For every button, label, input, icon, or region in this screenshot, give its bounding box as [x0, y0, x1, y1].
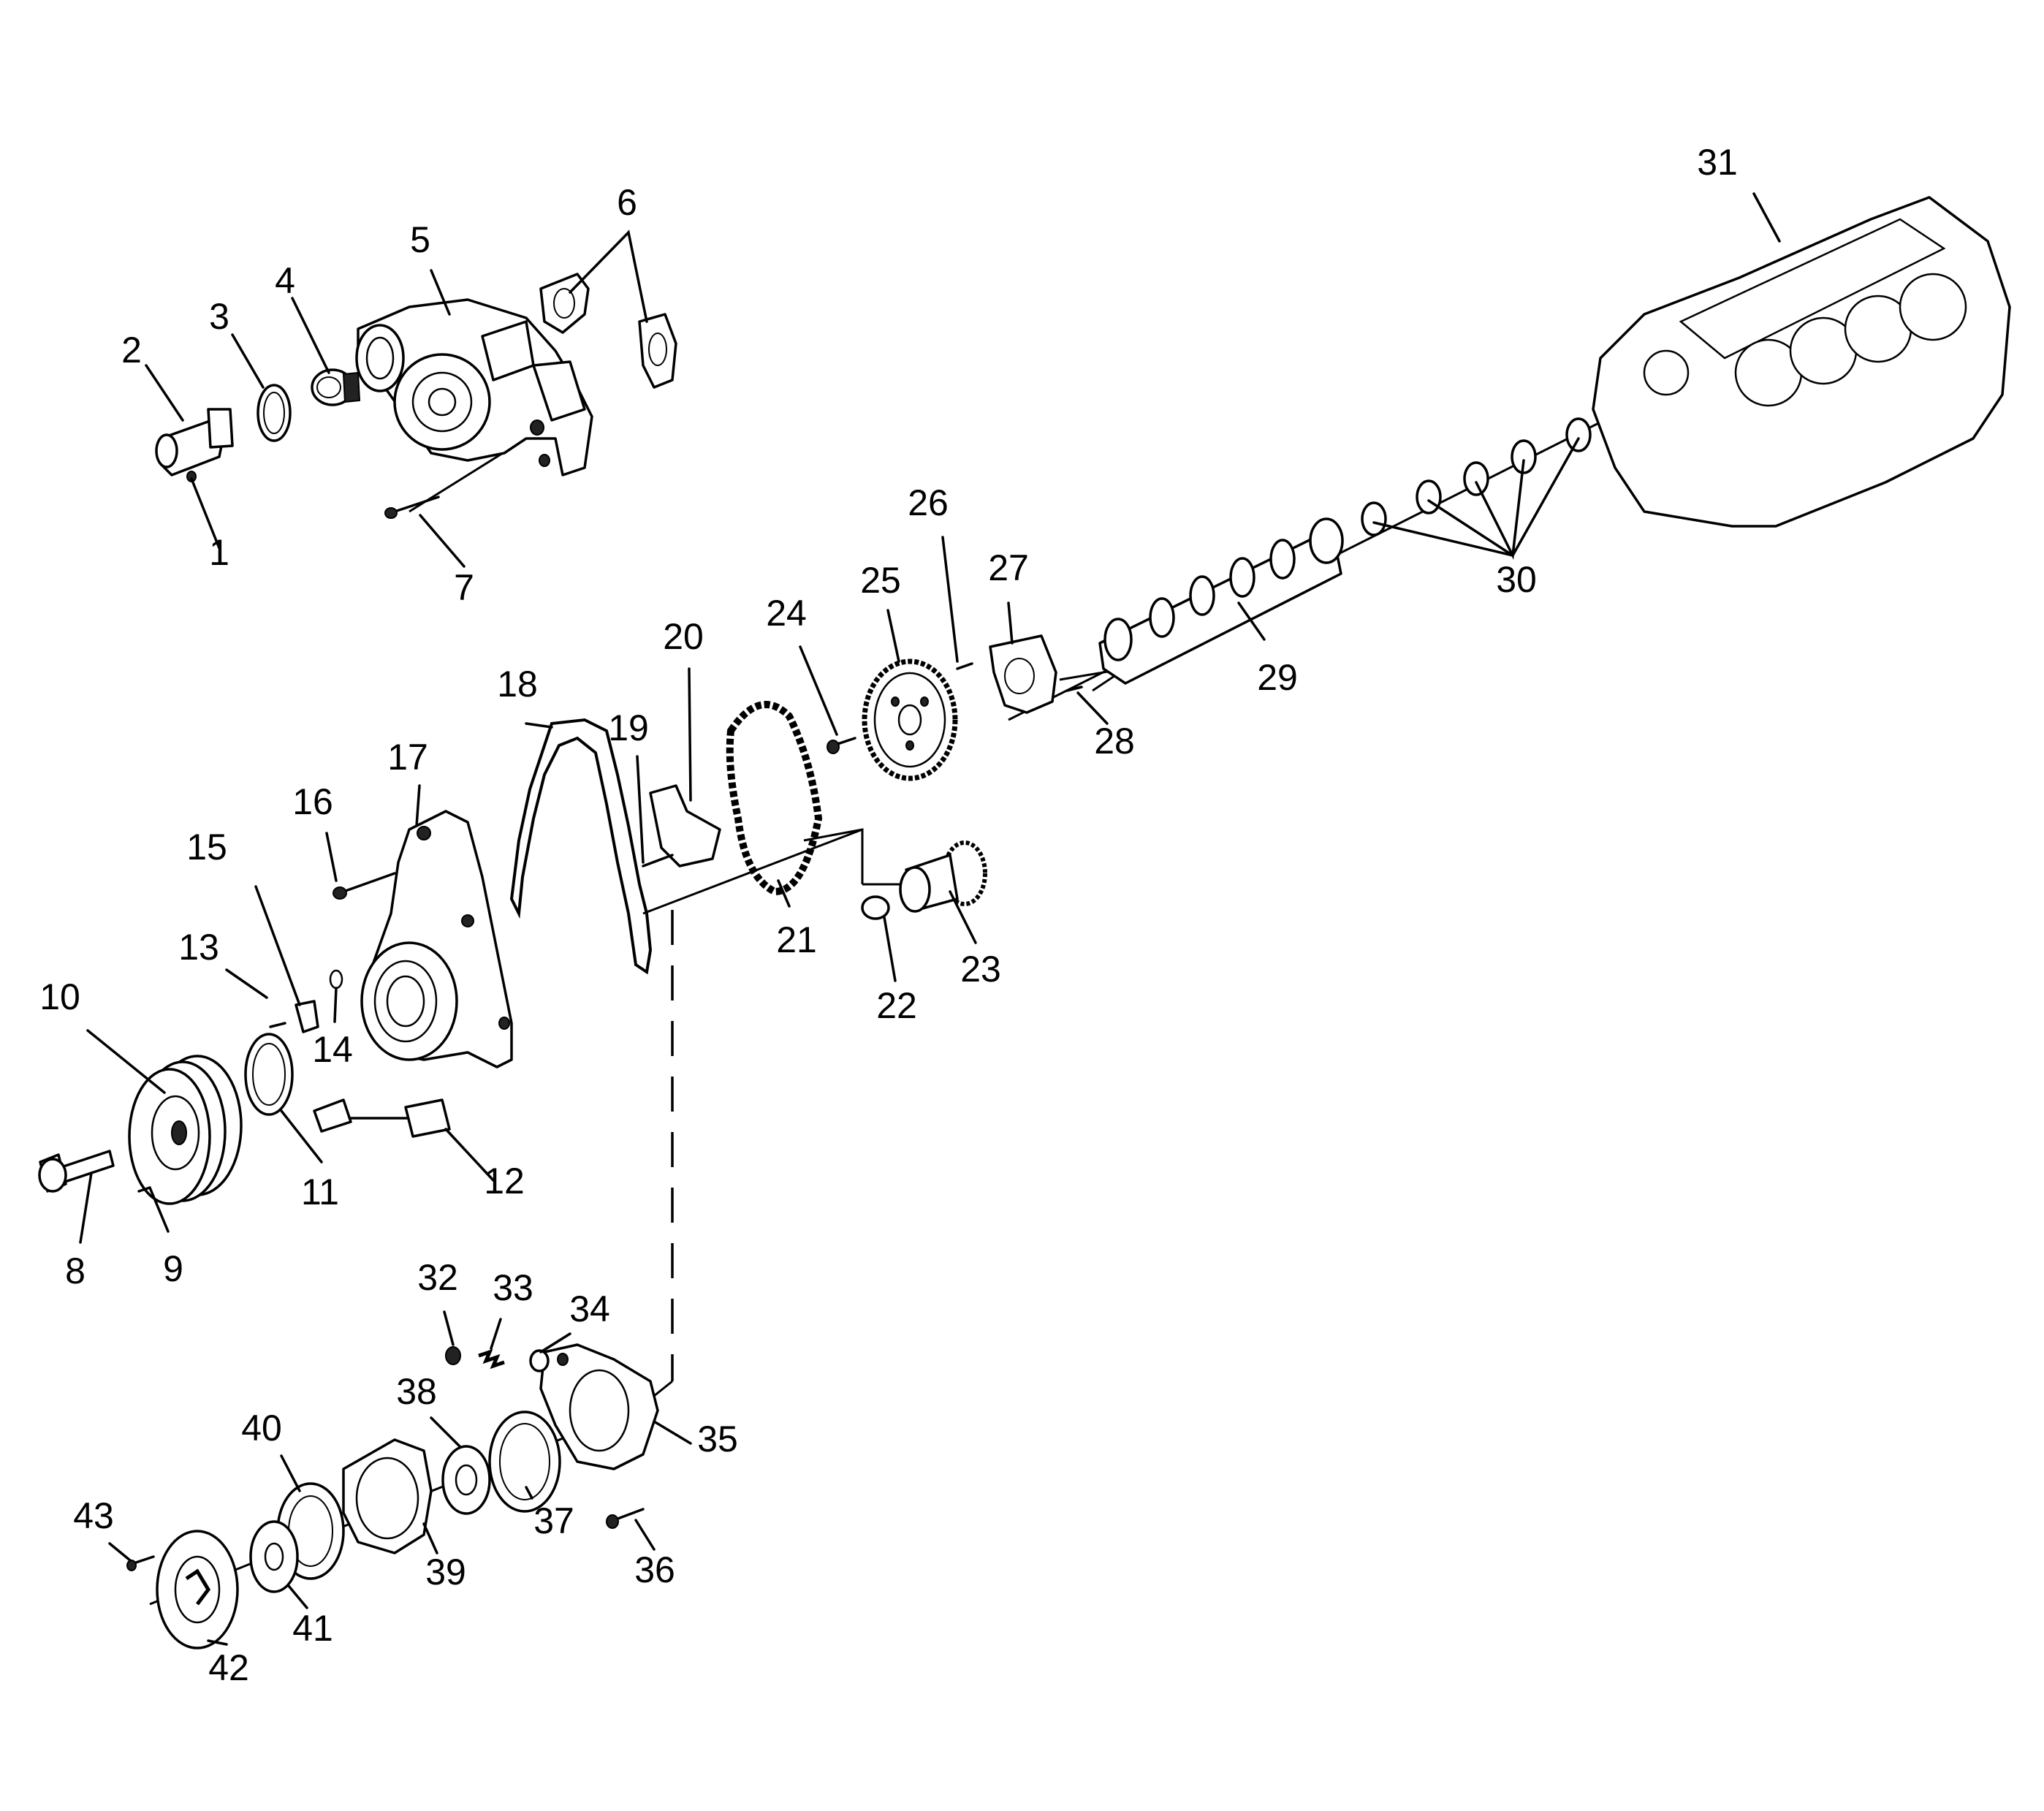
- callout-19: 19: [608, 707, 649, 748]
- callout-12: 12: [484, 1161, 525, 1201]
- timing-chain: [726, 701, 823, 896]
- callout-29: 29: [1257, 657, 1298, 698]
- camshaft-retainer: [956, 634, 1057, 714]
- callout-17: 17: [387, 737, 428, 778]
- callout-13: 13: [178, 927, 219, 968]
- balancer-bolt: [38, 1150, 115, 1193]
- callout-5: 5: [410, 219, 430, 260]
- callout-37: 37: [533, 1500, 574, 1541]
- callout-9: 9: [163, 1248, 183, 1289]
- callout-22: 22: [876, 985, 917, 1026]
- oil-pump-cover: [156, 1530, 239, 1649]
- pressure-relief-valve: [529, 1349, 550, 1373]
- callout-14: 14: [312, 1029, 353, 1070]
- water-pump-gaskets: [539, 273, 677, 389]
- oil-pump-inner-gear: [441, 1445, 491, 1515]
- front-cover-gasket: [509, 718, 653, 975]
- callout-20: 20: [663, 616, 704, 657]
- callout-30: 30: [1496, 559, 1537, 600]
- callout-15: 15: [186, 827, 227, 867]
- callout-21: 21: [776, 919, 817, 960]
- callout-36: 36: [634, 1549, 675, 1590]
- callout-42: 42: [208, 1647, 249, 1688]
- engine-block: [1592, 196, 2011, 528]
- callout-33: 33: [493, 1267, 533, 1308]
- thermostat-housing: [155, 408, 234, 477]
- callout-16: 16: [292, 781, 333, 822]
- thermostat-seal: [257, 384, 292, 442]
- oil-pump-housing: [342, 1438, 433, 1554]
- timing-chain-tensioner: [642, 784, 721, 867]
- callout-32: 32: [417, 1257, 458, 1298]
- callout-numbers: 1 2 3 4 5 6 7 8 9 10 11 12 13 14 15 16 1…: [39, 142, 1738, 1688]
- callout-24: 24: [766, 593, 807, 634]
- oil-pump-plug: [445, 1346, 461, 1365]
- sprocket-bolt: [827, 737, 856, 754]
- camshaft: [1098, 517, 1344, 685]
- callout-4: 4: [275, 260, 295, 301]
- oil-pump-bolt: [606, 1508, 645, 1529]
- water-pump: [355, 298, 593, 477]
- callout-27: 27: [988, 547, 1029, 588]
- callout-18: 18: [497, 664, 538, 705]
- callout-10: 10: [39, 976, 80, 1017]
- callout-3: 3: [209, 296, 229, 337]
- oil-pump-body: [539, 1343, 659, 1470]
- front-cover: [360, 810, 513, 1068]
- callout-11: 11: [301, 1172, 339, 1212]
- oil-pump-cover-screw: [126, 1555, 155, 1571]
- callout-25: 25: [860, 560, 901, 601]
- leader-lines: [79, 192, 1781, 1646]
- callout-23: 23: [960, 949, 1001, 990]
- crankshaft-key: [861, 895, 890, 920]
- callout-41: 41: [292, 1608, 333, 1649]
- thermostat: [311, 368, 361, 406]
- front-crankshaft-seal: [244, 1033, 294, 1116]
- oil-pump-outer-gear: [488, 1411, 561, 1513]
- crankshaft-position-sensor: [313, 1098, 451, 1138]
- callout-7: 7: [454, 567, 474, 608]
- callout-38: 38: [396, 1371, 437, 1412]
- sensor-retainer: [269, 969, 343, 1033]
- pressure-relief-spring: [478, 1348, 505, 1370]
- callout-31: 31: [1697, 142, 1738, 183]
- callout-39: 39: [425, 1552, 466, 1592]
- oil-pump-rotor: [249, 1520, 299, 1593]
- callout-26: 26: [908, 482, 949, 523]
- water-pump-bolt: [384, 496, 440, 519]
- callout-1: 1: [209, 532, 229, 573]
- crankshaft-balancer: [128, 1055, 243, 1205]
- front-cover-bolt: [333, 872, 396, 900]
- callout-6: 6: [617, 182, 637, 223]
- callout-35: 35: [697, 1419, 738, 1459]
- callout-2: 2: [121, 330, 142, 371]
- balancer-key: [137, 1186, 151, 1193]
- crankshaft-sprocket: [899, 840, 987, 913]
- callout-28: 28: [1094, 721, 1135, 762]
- dowel-pin: [1065, 686, 1083, 692]
- callout-8: 8: [65, 1250, 86, 1291]
- callout-40: 40: [241, 1408, 282, 1449]
- callout-43: 43: [73, 1495, 114, 1536]
- camshaft-sprocket: [862, 658, 958, 781]
- camshaft-bearings: [1361, 417, 1592, 536]
- callout-34: 34: [569, 1288, 610, 1329]
